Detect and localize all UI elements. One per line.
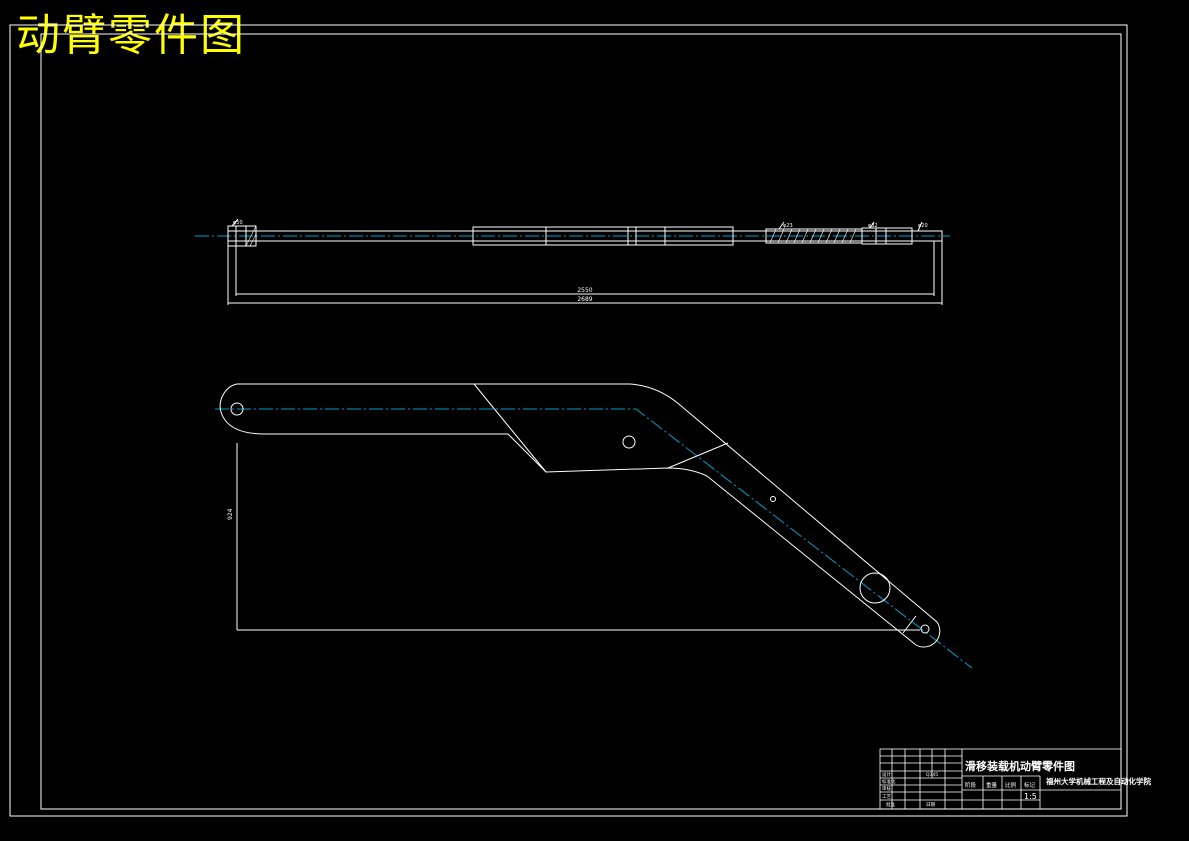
sheet-title: 动臂零件图: [16, 10, 246, 61]
pin-hole-middle: [622, 435, 636, 449]
hatch-right: [769, 228, 857, 244]
cylinder-hole: [859, 572, 891, 604]
title-block: [879, 748, 1122, 810]
left-diameter-label: φ50: [233, 220, 243, 226]
overall-dimension-text: 2689: [577, 296, 592, 303]
institution-name: 福州大学机械工程及自动化学院: [1045, 776, 1151, 786]
design-label: 设计: [882, 771, 891, 778]
weight-label: 重量: [986, 781, 998, 789]
check-label: 审核: [882, 785, 891, 792]
ratio-label: 比例: [1005, 781, 1017, 789]
hatch-left: [245, 225, 257, 247]
pivot-hole-left: [230, 402, 244, 416]
inner-dimension-text: 2550: [577, 287, 592, 294]
mark-label: 标记: [1024, 781, 1036, 789]
side-view-centerline: [215, 408, 973, 669]
top-view: [195, 218, 950, 305]
small-hole: [770, 496, 776, 502]
inner-frame: [40, 33, 1122, 810]
process-label: 工艺: [882, 794, 891, 800]
drawing-name: 滑移装载机动臂零件图: [965, 759, 1075, 773]
stage-label: 阶段: [965, 781, 977, 789]
date-label: 日期: [926, 802, 935, 808]
scale-value: 1:5: [1024, 792, 1037, 801]
middle-diameter-label: φ23: [783, 223, 793, 229]
standard-label: 标准化: [882, 778, 896, 785]
side-view: [215, 383, 973, 669]
height-dimension-text: 924: [227, 508, 234, 520]
approve-label: 批准: [886, 801, 895, 808]
end-hole: [920, 624, 930, 634]
right-diameter-label-1: φ32: [868, 223, 878, 229]
arm-outline: [219, 383, 941, 648]
right-diameter-label-2: φ20: [918, 223, 928, 229]
outer-frame: [9, 24, 1128, 817]
material-label: Q345: [926, 772, 938, 778]
